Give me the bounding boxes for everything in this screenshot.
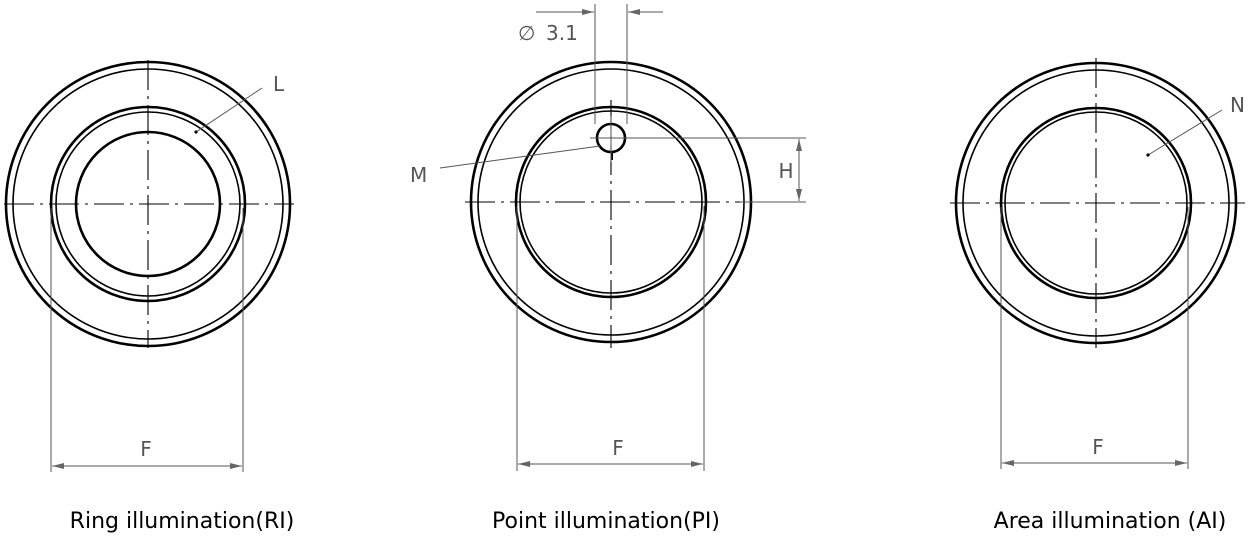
leader-dot-l	[194, 130, 198, 134]
callout-l: L	[273, 72, 285, 96]
diameter-symbol: ∅	[518, 21, 535, 45]
point-illumination-view: ∅ 3.1 H F M Point illumination(PI)	[410, 4, 806, 534]
dimension-label-h: H	[778, 159, 793, 183]
caption-point: Point illumination(PI)	[492, 509, 720, 534]
dimension-label-f: F	[1092, 435, 1104, 459]
area-illumination-view: F N Area illumination (AI)	[950, 58, 1245, 534]
leader-line-m	[439, 145, 601, 169]
callout-n: N	[1230, 93, 1245, 117]
leader-dot-n	[1146, 153, 1150, 157]
callout-m: M	[410, 163, 427, 187]
leader-line-l	[195, 87, 263, 133]
leader-line-n	[1147, 109, 1223, 156]
dimension-label-f: F	[612, 436, 624, 460]
ring-illumination-view: F L Ring illumination(RI)	[4, 60, 294, 534]
caption-ring: Ring illumination(RI)	[70, 509, 295, 534]
dimension-label-f: F	[140, 437, 152, 461]
hole-diameter-label: 3.1	[546, 21, 578, 45]
caption-area: Area illumination (AI)	[994, 509, 1227, 534]
